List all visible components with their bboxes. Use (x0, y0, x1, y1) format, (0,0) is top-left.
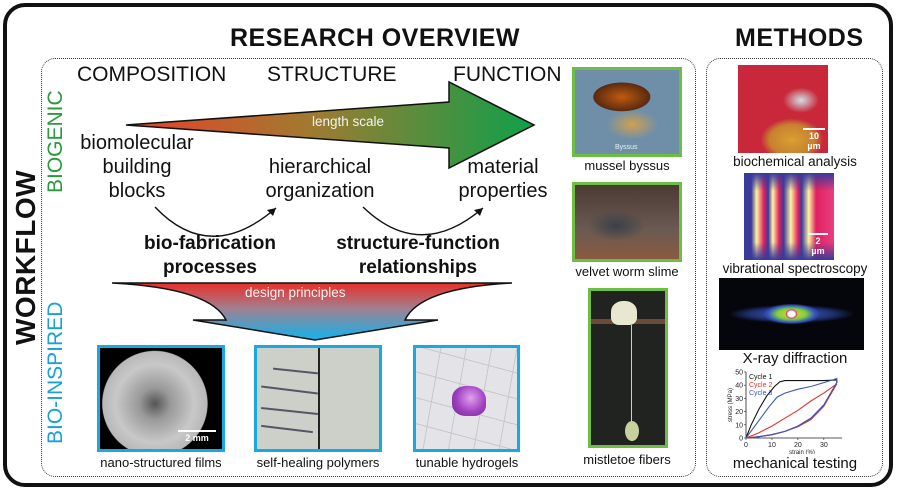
design-principles-arrow (111, 282, 513, 341)
legend-cycle-3: Cycle 3 (749, 390, 772, 397)
x-axis-label: strain (%) (789, 450, 815, 454)
structure-function-label: structure-function relationships (336, 233, 500, 278)
y-tick-label: 50 (735, 370, 743, 377)
biochemical-analysis-image: 10 µm (738, 65, 828, 153)
scale-bar-2mm: 2 mm (178, 430, 216, 443)
scale-bar-10um: 10 µm (803, 128, 825, 151)
xray-diffraction-caption: X-ray diffraction (742, 350, 848, 367)
x-tick-label: 20 (794, 442, 802, 449)
mistletoe-image (588, 288, 668, 448)
biofabrication-label: bio-fabrication processes (144, 233, 276, 278)
mussel-byssus-image: Byssus (572, 67, 682, 157)
column-function: FUNCTION (453, 63, 562, 86)
mechanical-testing-caption: mechanical testing (732, 455, 858, 472)
x-tick-label: 30 (820, 442, 828, 449)
legend-cycle-2: Cycle 2 (749, 382, 772, 389)
methods-title: METHODS (735, 24, 864, 52)
hydrogel-image (413, 345, 520, 452)
biofab-curve-arrow (154, 206, 277, 237)
material-properties-label: material properties (458, 156, 548, 202)
mussel-byssus-caption: mussel byssus (584, 158, 670, 173)
vibrational-spectroscopy-image: 2 µm (744, 173, 834, 260)
y-tick-label: 40 (735, 383, 743, 390)
biochemical-analysis-caption: biochemical analysis (733, 154, 857, 169)
y-tick-label: 20 (735, 409, 743, 416)
figure-frame (3, 3, 893, 487)
xray-diffraction-image (719, 278, 864, 350)
x-tick-label: 0 (744, 442, 748, 449)
column-composition: COMPOSITION (77, 63, 227, 86)
y-tick-label: 0 (739, 436, 743, 443)
y-tick-label: 30 (735, 396, 743, 403)
self-healing-caption: self-healing polymers (256, 455, 380, 470)
scale-bar-2um: 2 µm (808, 233, 828, 256)
length-scale-label: length scale (312, 114, 385, 129)
self-healing-image (254, 345, 382, 452)
building-blocks-label: biomolecular building blocks (80, 132, 194, 202)
mechanical-testing-chart: 0 10 20 30 40 50 0 10 20 30 strain (%) stress (MPa)… (728, 370, 842, 454)
methods-panel (706, 58, 883, 477)
research-overview-panel (41, 58, 696, 477)
column-structure: STRUCTURE (267, 63, 397, 86)
velvet-worm-image (572, 182, 682, 262)
nano-films-caption: nano-structured films (100, 455, 222, 470)
y-tick-label: 10 (735, 422, 743, 429)
mistletoe-caption: mistletoe fibers (583, 452, 671, 467)
y-axis-label: stress (MPa) (728, 388, 734, 422)
velvet-worm-caption: velvet worm slime (575, 264, 679, 279)
hydrogel-caption: tunable hydrogels (415, 455, 519, 470)
structure-function-curve-arrow (362, 206, 484, 236)
length-scale-arrow (125, 80, 536, 170)
design-principles-label: design principles (245, 285, 346, 300)
hierarchical-organization-label: hierarchical organization (265, 156, 375, 202)
legend-cycle-1: Cycle 1 (749, 374, 772, 381)
x-tick-label: 10 (768, 442, 776, 449)
byssus-image-label: Byssus (615, 144, 638, 151)
vibrational-spectroscopy-caption: vibrational spectroscopy (722, 261, 868, 276)
nano-films-image: 2 mm (97, 345, 225, 452)
research-overview-title: RESEARCH OVERVIEW (230, 24, 521, 52)
series-line-cycle-3 (745, 377, 838, 439)
